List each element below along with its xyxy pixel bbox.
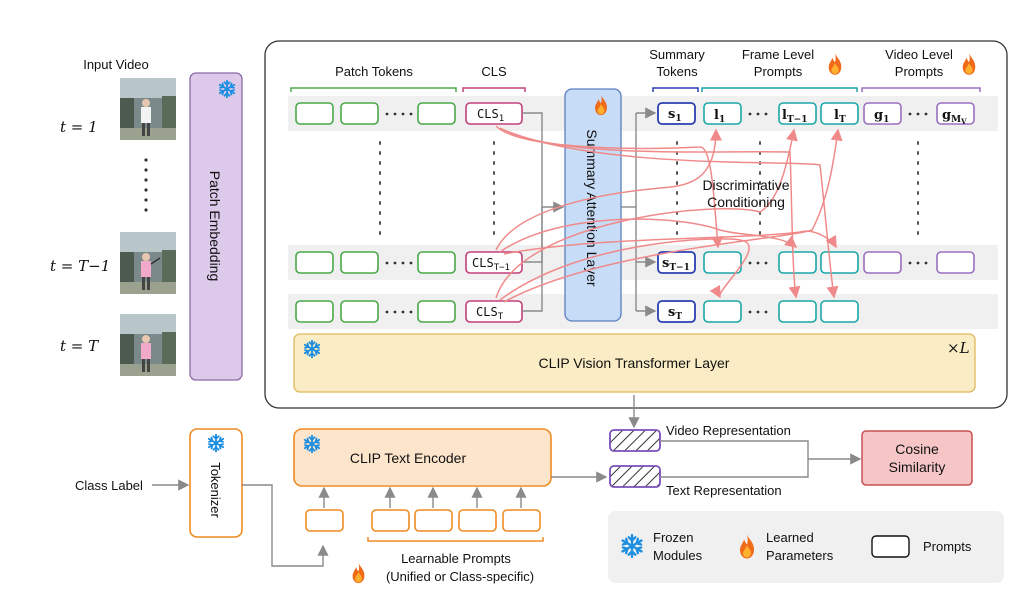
video-prompt-g1: g1 <box>874 108 889 125</box>
summary-token-t: sT <box>657 300 696 323</box>
patch-tokens-label: Patch Tokens <box>335 64 413 79</box>
cosine-label-1: Cosine <box>895 441 939 457</box>
legend-frozen-1: Frozen <box>653 530 693 545</box>
frame-prompt-l-t-minus-1: lT−1 <box>782 108 807 125</box>
patch-token-dots <box>385 112 413 314</box>
svg-text:CLS1: CLS1 <box>477 107 504 124</box>
patch-embedding-label: Patch Embedding <box>207 171 223 282</box>
patch-tokens <box>295 102 456 323</box>
prompt-to-encoder-arrows <box>318 486 527 508</box>
frame-prompt-tokens <box>703 102 859 323</box>
vision-layer-times-L: ×L <box>947 339 970 357</box>
cosine-label-2: Similarity <box>889 459 946 475</box>
video-prompts-flame-icon <box>962 53 976 75</box>
t-label-t-minus-1: t = T−1 <box>50 257 110 275</box>
svg-text:sT: sT <box>668 305 682 322</box>
tokenizer-to-prompt-connector <box>242 484 329 567</box>
cls-token-t: CLST <box>465 300 523 323</box>
cls-token-t-minus-1: CLST−1 <box>465 251 523 274</box>
vision-block-frame <box>264 40 1008 409</box>
svg-text:CLST: CLST <box>476 305 504 322</box>
video-prompt-tokens <box>863 102 975 274</box>
summary-tokens-label-1: Summary <box>649 47 705 62</box>
vision-layer-label: CLIP Vision Transformer Layer <box>539 355 730 371</box>
learnable-prompt-tokens <box>305 509 541 532</box>
class-label: Class Label <box>75 478 143 493</box>
frame-prompts-flame-icon <box>828 53 842 75</box>
video-frame-t-minus-1 <box>120 232 176 294</box>
t-label-1: t = 1 <box>60 118 98 136</box>
frame-prompts-label-1: Frame Level <box>742 47 814 62</box>
learnable-prompts-flame-icon <box>352 562 365 584</box>
cosine-similarity-block <box>861 430 973 486</box>
discriminative-label-1: Discriminative <box>702 177 789 193</box>
tokenizer-block <box>189 428 243 538</box>
summary-attention-label: Summary Attention Layer <box>584 129 600 287</box>
frame-prompt-l1: l1 <box>714 108 725 125</box>
discriminative-conditioning-lines <box>495 125 843 303</box>
text-representation-block <box>609 465 661 488</box>
video-prompts-label-2: Prompts <box>895 64 944 79</box>
summary-token-1: s1 <box>657 102 696 125</box>
patch-embedding-block <box>189 72 243 381</box>
video-prompt-g-mv: gMV <box>942 108 967 126</box>
cls-group-label: CLS <box>481 64 507 79</box>
legend-learned-1: Learned <box>766 530 814 545</box>
legend-frozen-2: Modules <box>653 548 703 563</box>
text-representation-label: Text Representation <box>666 483 782 498</box>
t-label-t: t = T <box>60 337 99 355</box>
column-ellipses <box>379 141 919 241</box>
text-encoder-label: CLIP Text Encoder <box>350 450 467 466</box>
frames-ellipsis <box>144 158 148 212</box>
legend-learned-2: Parameters <box>766 548 834 563</box>
group-braces <box>290 87 981 92</box>
summary-tokens-label-2: Tokens <box>656 64 698 79</box>
legend-prompts: Prompts <box>923 539 972 554</box>
frame-prompts-label-2: Prompts <box>754 64 803 79</box>
cls-to-attention-connectors <box>522 107 657 317</box>
representations-to-cosine-connector <box>660 440 862 478</box>
learnable-prompts-brace <box>367 537 544 542</box>
video-frame-1 <box>120 78 176 140</box>
svg-text:sT−1: sT−1 <box>662 256 690 273</box>
tokenizer-label: Tokenizer <box>208 462 223 518</box>
cls-token-1: CLS1 <box>465 102 523 125</box>
frame-prompt-l-t: lT <box>834 108 846 125</box>
clip-text-encoder <box>293 428 552 487</box>
discriminative-label-2: Conditioning <box>707 194 785 210</box>
learnable-prompts-label-2: (Unified or Class-specific) <box>386 569 534 584</box>
input-video-title: Input Video <box>83 57 149 72</box>
svg-text:s1: s1 <box>668 107 682 124</box>
frame-prompt-dots <box>748 112 768 314</box>
clip-vision-layer <box>293 333 976 393</box>
video-prompt-dots <box>908 112 928 265</box>
summary-token-t-minus-1: sT−1 <box>657 251 696 274</box>
legend-panel <box>608 511 1004 583</box>
video-prompts-label-1: Video Level <box>885 47 953 62</box>
video-representation-label: Video Representation <box>666 423 791 438</box>
svg-text:CLST−1: CLST−1 <box>472 256 510 273</box>
video-frame-t <box>120 314 176 376</box>
video-representation-block <box>609 429 661 452</box>
learnable-prompts-label-1: Learnable Prompts <box>401 551 511 566</box>
legend-prompt-box <box>871 535 910 558</box>
